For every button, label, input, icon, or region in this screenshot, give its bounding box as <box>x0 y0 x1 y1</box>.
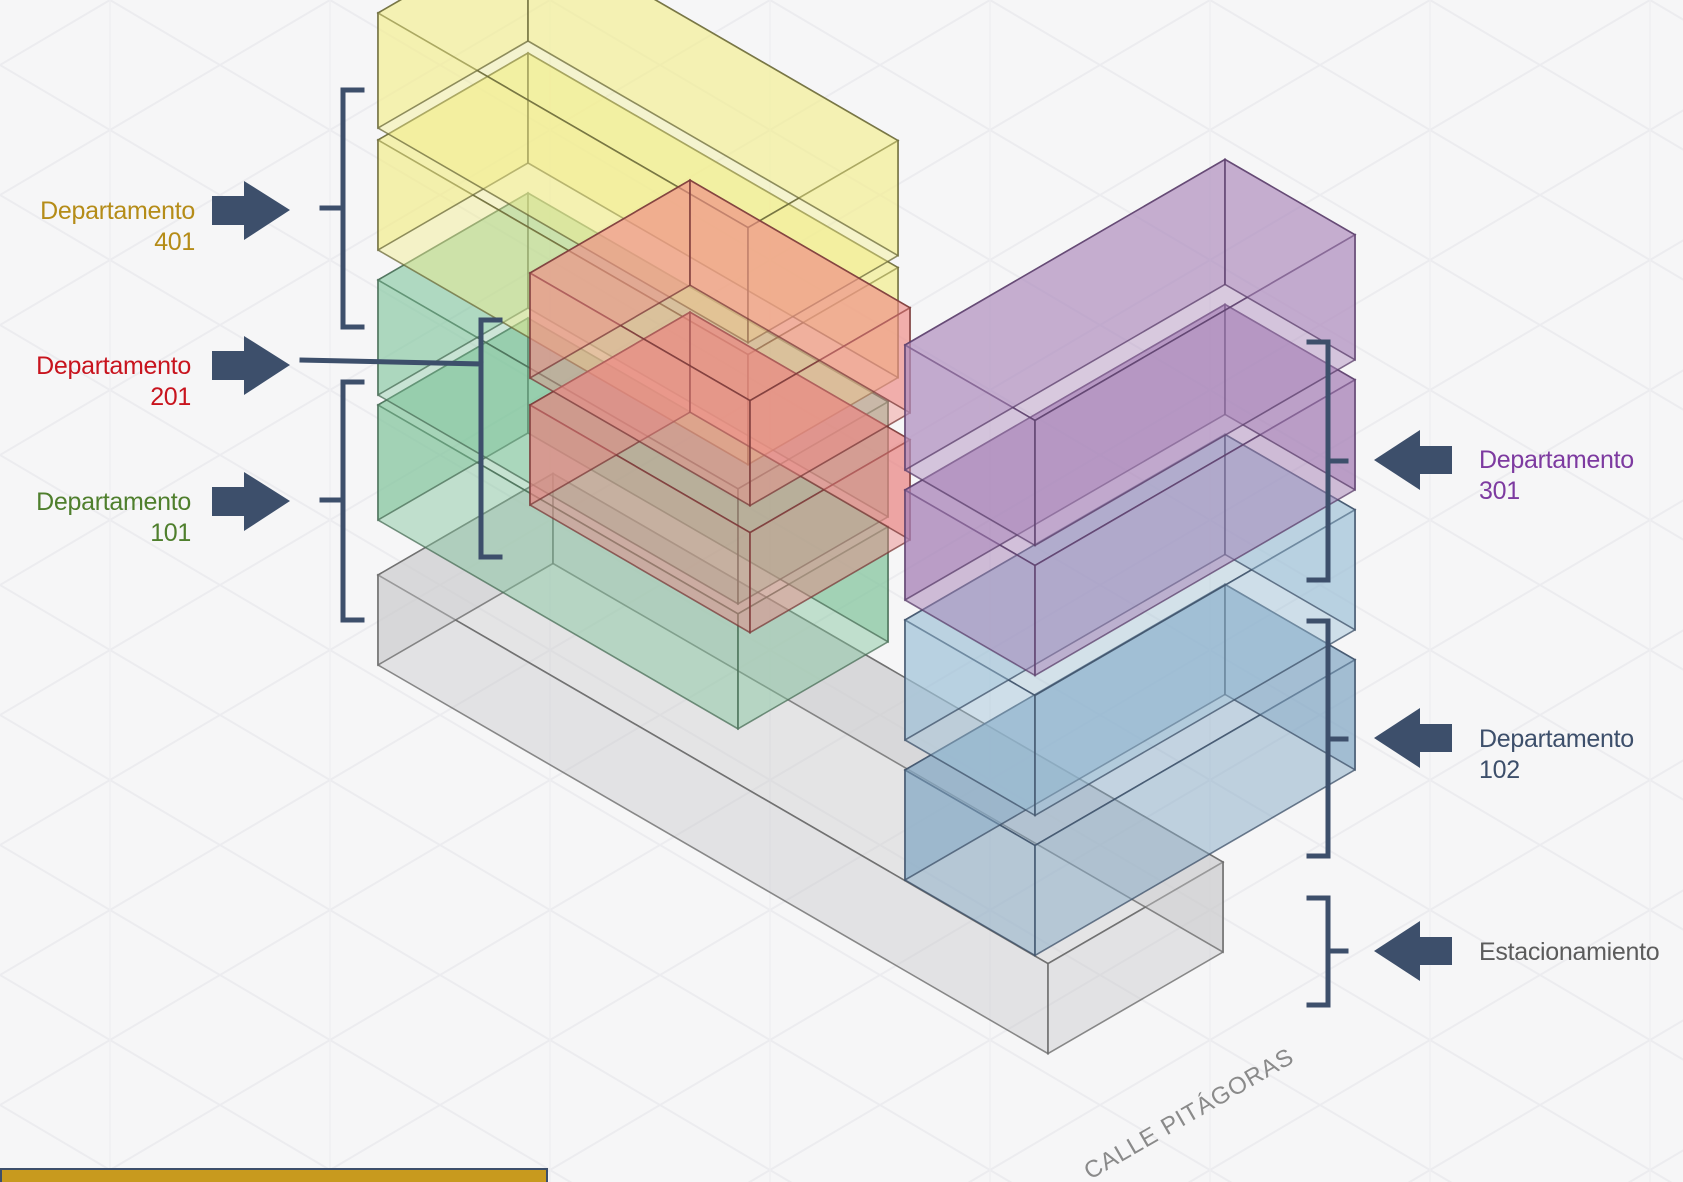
bracket-201 <box>299 317 503 560</box>
arrow-left-icon <box>1374 430 1452 490</box>
building-volumes <box>376 0 1357 1055</box>
volume-departamento-201-upper <box>528 178 912 507</box>
bracket-401 <box>319 87 365 330</box>
arrow-right-icon <box>212 472 290 531</box>
label-estacionamiento: Estacionamiento <box>1479 938 1660 966</box>
footer-bar <box>0 1168 548 1182</box>
brackets <box>299 87 1349 1008</box>
arrow-right-icon <box>212 181 290 240</box>
bracket-102 <box>1306 618 1349 859</box>
arrow-left-icon <box>1374 921 1452 981</box>
volume-departamento-101-lower <box>376 316 890 731</box>
volume-departamento-101-upper <box>376 191 890 606</box>
label-departamento-101: Departamento 101 <box>36 488 191 547</box>
label-departamento-301: Departamento 301 <box>1479 446 1634 505</box>
bracket-101 <box>319 379 365 623</box>
arrow-right-icon <box>212 336 290 395</box>
volume-departamento-301-upper <box>903 158 1357 547</box>
volume-departamento-401-upper <box>376 0 900 344</box>
label-departamento-102: Departamento 102 <box>1479 725 1634 784</box>
label-departamento-201: Departamento 201 <box>36 352 191 411</box>
bracket-parking <box>1306 895 1349 1008</box>
arrow-left-icon <box>1374 708 1452 768</box>
label-departamento-401: Departamento 401 <box>40 197 195 256</box>
bracket-301 <box>1306 339 1349 583</box>
volume-departamento-401-lower <box>376 51 900 466</box>
volume-departamento-201-lower <box>528 310 912 634</box>
volume-departamento-102-lower <box>903 583 1357 957</box>
